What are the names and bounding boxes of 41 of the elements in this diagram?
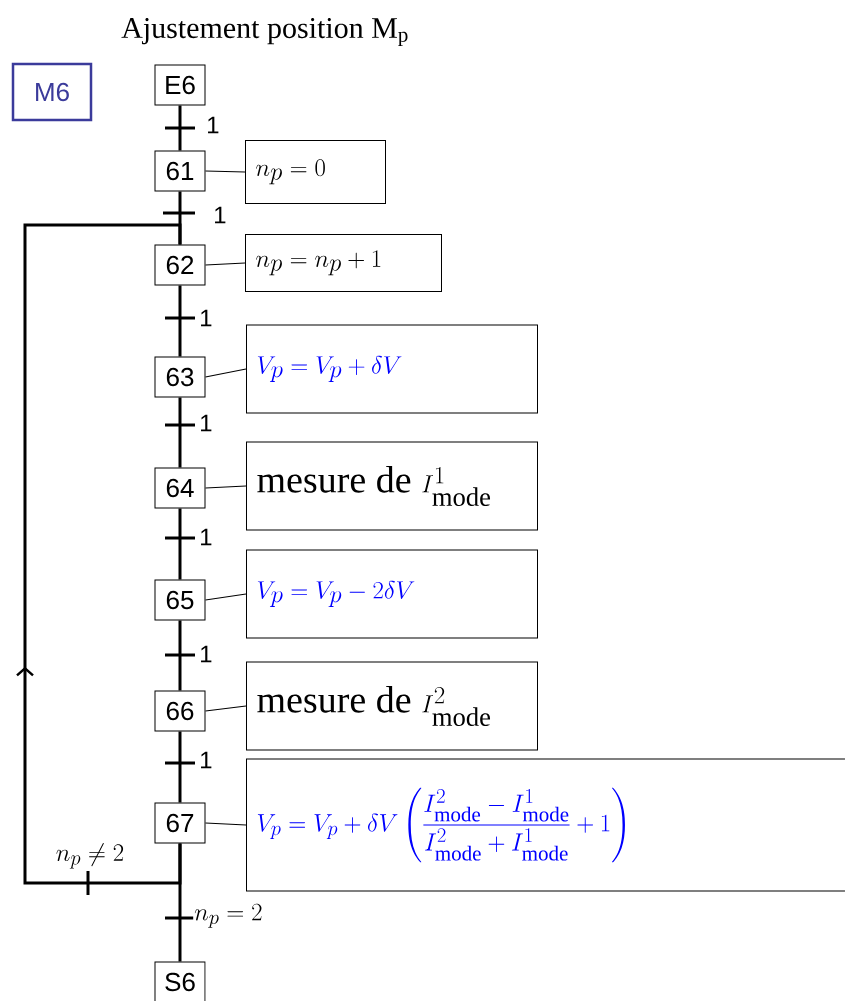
transition-label: 1 [201,645,212,663]
step-box: 64 [154,467,206,509]
title: Ajustement position M$_{p}$ [121,17,408,47]
action-box: $V_{p} = V_{p} + \delta V$ [246,324,538,414]
step-box: 63 [154,356,206,398]
step-link [178,285,182,357]
action-box: $V_{p} = V_{p} + \delta V \left( \frac{I^{2}_{\text{mode}} - I^{1}_{\text{mode}}}{I^{2}_{\text{mode}} + I^{1}_{\text{mode}}} + 1 \right)$ [246,758,845,892]
action-box: $V_{p} = V_{p} - 2\delta V$ [246,549,538,639]
action-link [204,170,246,173]
step-box: 67 [154,802,206,844]
step-box: 61 [154,150,206,192]
action-box: $\text{mesure de }I^{1}_{\text{mode}}$ [246,441,538,531]
action-link [204,368,247,378]
action-link [204,593,247,601]
step-link [178,731,182,803]
transition-label: 1 [215,206,226,224]
action-link [204,822,247,826]
transition-label: 1 [208,116,219,134]
step-box: E6 [154,64,206,106]
transition-label: $n_{p} \neq 2$ [56,842,124,869]
step-box: 65 [154,579,206,621]
transition-label: 1 [201,751,212,769]
step-link [178,620,182,691]
transition-label: 1 [201,414,212,432]
step-box: 66 [154,690,206,732]
step-link [178,105,182,151]
action-link [204,705,247,712]
loop-back-line [16,223,182,885]
action-link [204,262,246,266]
transition-label: $n_{p} = 2$ [194,903,262,928]
action-link [204,485,247,489]
action-box: $n_{p} = 0$ [245,140,386,204]
step-link [178,508,182,580]
action-box: $\text{mesure de }I^{2}_{\text{mode}}$ [246,661,538,751]
module-label: M6 [11,62,93,122]
transition-label: 1 [201,309,212,327]
step-box: S6 [154,961,206,1001]
step-box: 62 [154,244,206,286]
transition-label: 1 [201,528,212,546]
action-box: $n_{p} = n_{p}+1$ [245,234,442,292]
step-link [178,397,182,468]
